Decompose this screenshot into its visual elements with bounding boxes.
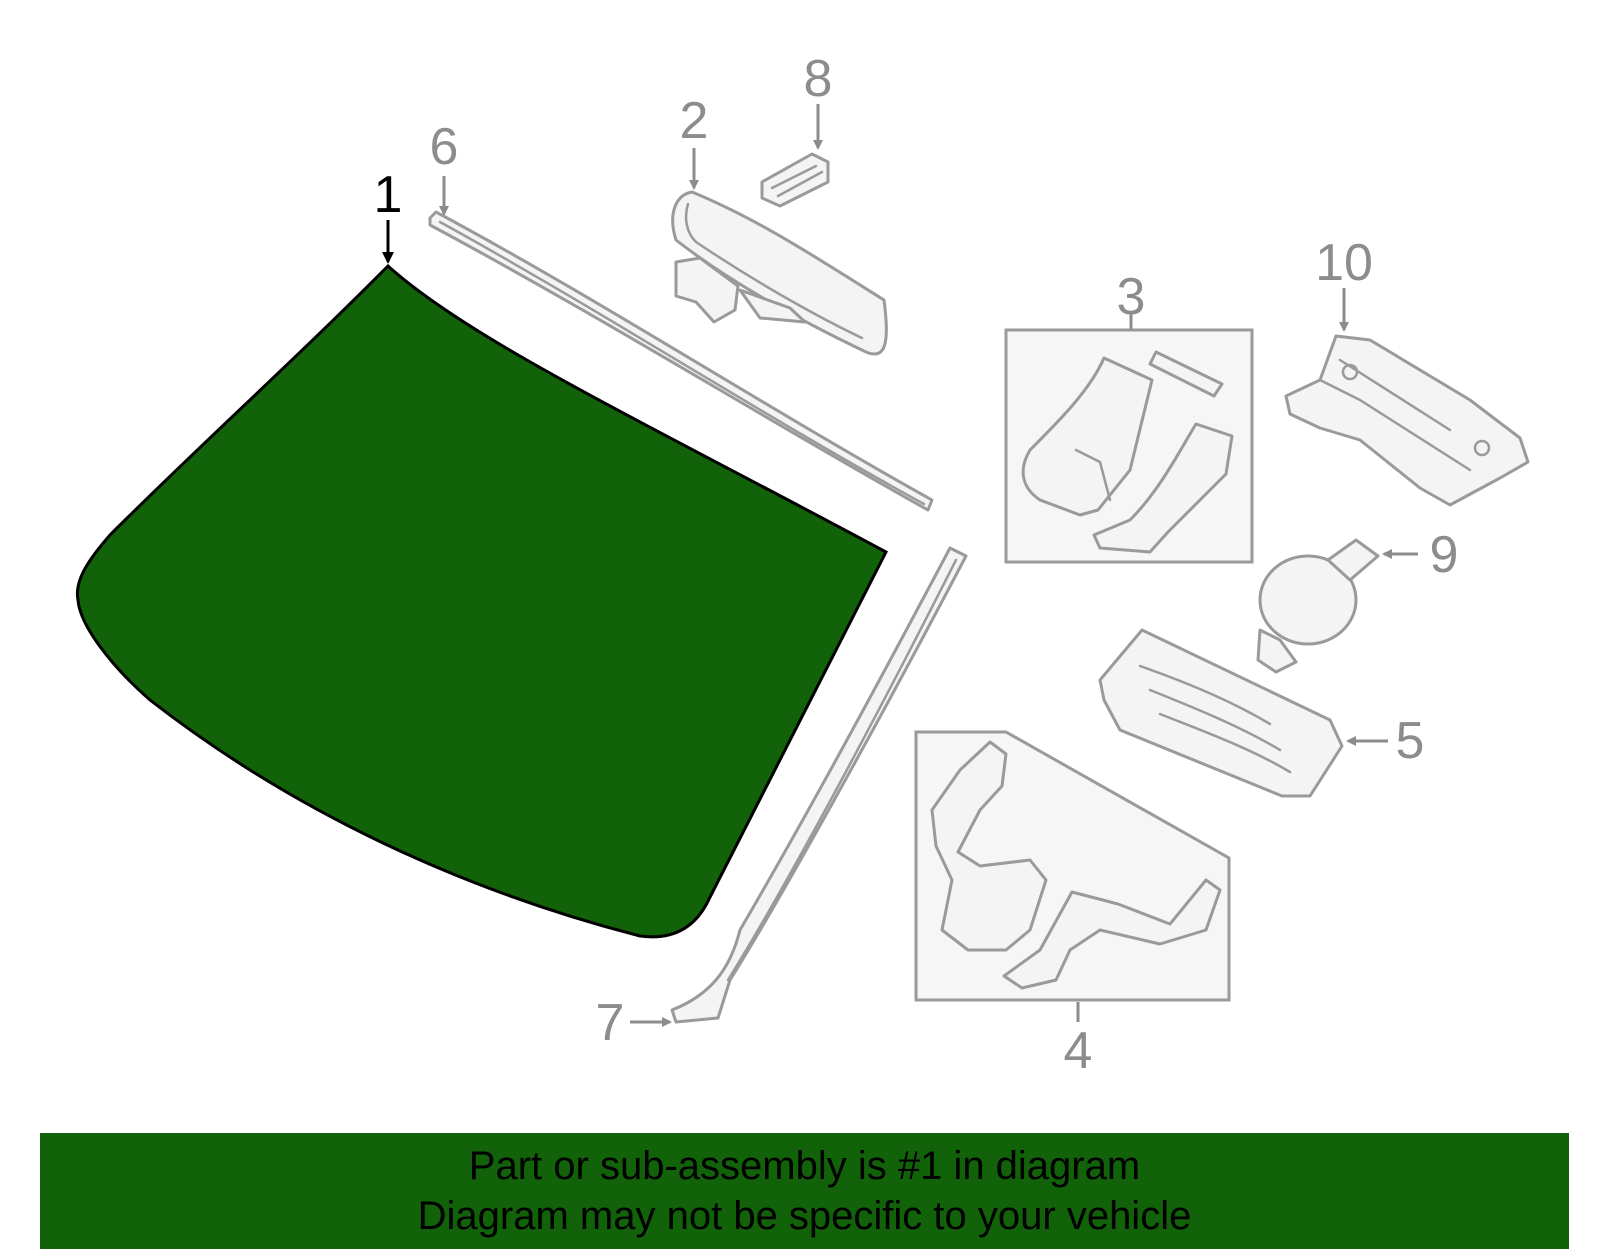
part-2-rearview-mirror[interactable] <box>671 190 888 356</box>
part-9-rain-sensor[interactable] <box>1256 538 1380 674</box>
callout-2: 2 <box>680 92 709 150</box>
banner-line-2: Diagram may not be specific to your vehi… <box>417 1194 1192 1238</box>
part-3-cover-set[interactable] <box>1004 328 1254 564</box>
callout-6: 6 <box>430 118 459 176</box>
part-4-housing-set[interactable] <box>914 730 1231 1002</box>
part-1-windshield[interactable] <box>75 263 889 939</box>
part-6-upper-molding[interactable] <box>428 210 934 512</box>
callout-4: 4 <box>1064 1022 1093 1080</box>
callout-7: 7 <box>596 994 625 1052</box>
callout-3: 3 <box>1117 268 1146 326</box>
callout-8: 8 <box>804 50 833 108</box>
part-5-trim-panel[interactable] <box>1098 628 1344 798</box>
part-7-side-molding[interactable] <box>670 546 968 1024</box>
part-10-module[interactable] <box>1284 334 1530 507</box>
info-banner: Part or sub-assembly is #1 in diagram Di… <box>40 1133 1569 1249</box>
callout-1: 1 <box>374 166 403 224</box>
callout-10: 10 <box>1315 234 1373 292</box>
callout-5: 5 <box>1396 712 1425 770</box>
banner-line-1: Part or sub-assembly is #1 in diagram <box>468 1144 1141 1188</box>
callout-leaders <box>382 104 1418 1027</box>
callout-9: 9 <box>1430 526 1459 584</box>
part-8-clip[interactable] <box>760 152 830 208</box>
